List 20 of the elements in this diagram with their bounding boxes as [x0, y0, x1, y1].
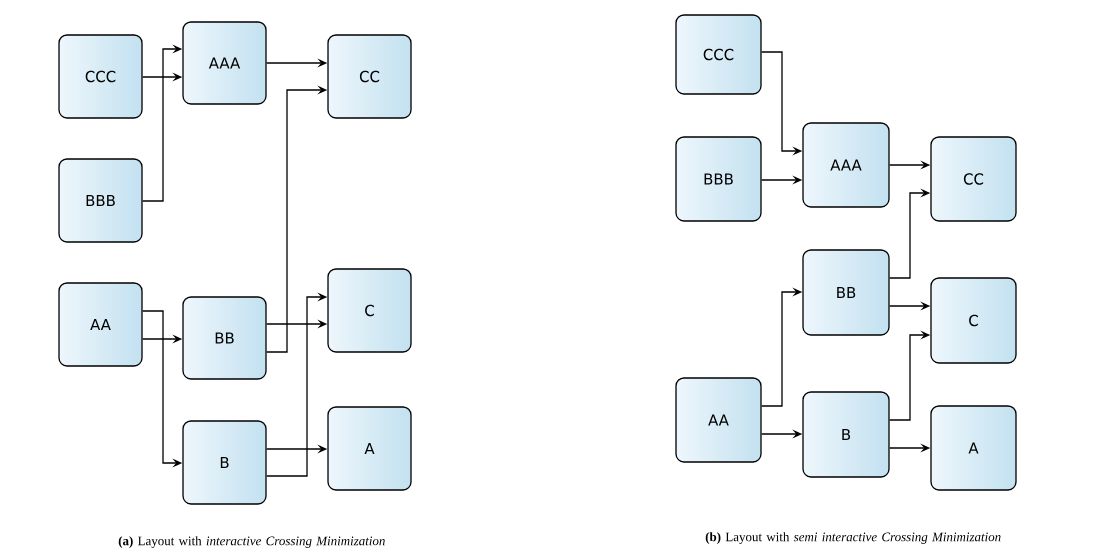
process-box: AA: [58, 282, 143, 367]
process-box: CC: [327, 34, 412, 119]
process-box: CCC: [58, 34, 143, 119]
process-box: BB: [802, 249, 890, 336]
process-box: BB: [182, 296, 267, 380]
process-box: AAA: [802, 122, 890, 208]
process-box: A: [930, 405, 1017, 491]
process-box: B: [182, 420, 267, 505]
process-box: CC: [930, 136, 1017, 222]
process-box: CCC: [675, 14, 762, 95]
process-box: C: [327, 268, 412, 353]
caption: (b) Layout with semi interactive Crossing Minimization: [705, 532, 1001, 544]
process-box: B: [802, 391, 890, 478]
process-box: A: [327, 406, 412, 491]
process-box: C: [930, 277, 1017, 364]
caption: (a) Layout with interactive Crossing Minimization: [118, 536, 385, 548]
process-box: BBB: [58, 158, 143, 243]
process-box: AA: [675, 377, 762, 463]
process-box: AAA: [182, 21, 267, 105]
process-box: BBB: [675, 136, 762, 222]
